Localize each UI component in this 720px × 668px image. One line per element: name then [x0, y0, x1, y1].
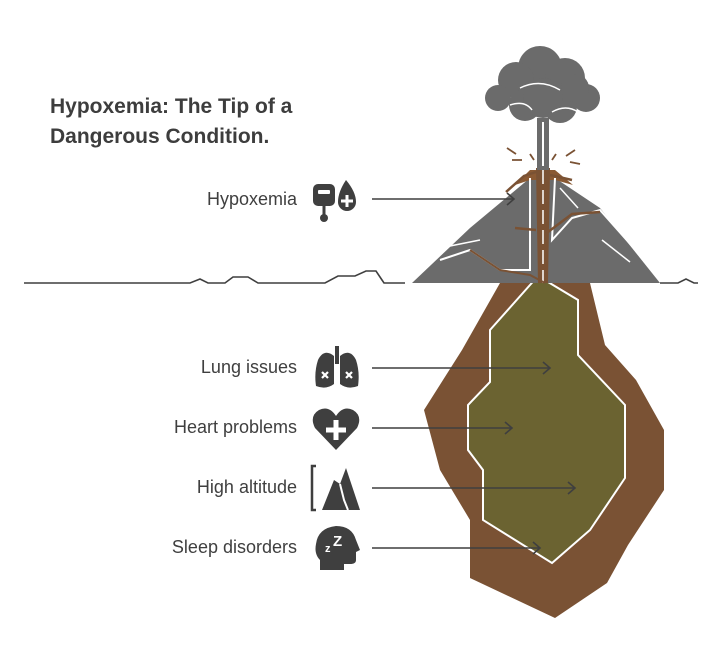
label-hypoxemia: Hypoxemia	[206, 189, 297, 209]
label-high-altitude: High altitude	[196, 477, 297, 497]
label-sleep-disorders: Sleep disorders	[171, 537, 297, 557]
arrow-high-altitude	[372, 481, 577, 495]
volcano-crack-3	[601, 239, 631, 263]
label-heart-problems: Heart problems	[173, 417, 297, 437]
arrow-heart-problems	[372, 421, 514, 435]
page-title: Hypoxemia: The Tip of a Dangerous Condit…	[50, 95, 293, 148]
volcano-crack-1	[439, 239, 481, 249]
label-lung-issues: Lung issues	[200, 357, 297, 377]
lungs-icon	[315, 346, 359, 388]
arrows	[372, 192, 577, 555]
ash-cloud-detail	[509, 82, 579, 113]
volcano-fissure-right	[550, 177, 641, 256]
ash-cloud	[485, 46, 600, 123]
lava-right	[547, 173, 601, 233]
volcano-body	[412, 178, 660, 283]
sleep-head-icon: z Z	[315, 526, 360, 570]
blood-pressure-icon	[313, 180, 356, 222]
eruption-sparks	[506, 147, 581, 165]
svg-text:Z: Z	[333, 533, 342, 550]
magma-channel	[536, 168, 550, 283]
arrow-sleep-disorders	[372, 541, 542, 555]
mountain-icon	[310, 464, 360, 512]
volcano-crack-2	[559, 187, 579, 209]
ground-line	[24, 270, 698, 284]
lava-left	[505, 170, 537, 232]
magma-inner	[467, 274, 626, 565]
svg-text:z: z	[325, 543, 331, 555]
arrow-lung-issues	[372, 361, 552, 375]
lava-base	[469, 249, 546, 284]
eruption-column-highlight	[542, 122, 544, 166]
arrow-hypoxemia	[372, 192, 516, 206]
heart-plus-icon	[312, 408, 360, 450]
